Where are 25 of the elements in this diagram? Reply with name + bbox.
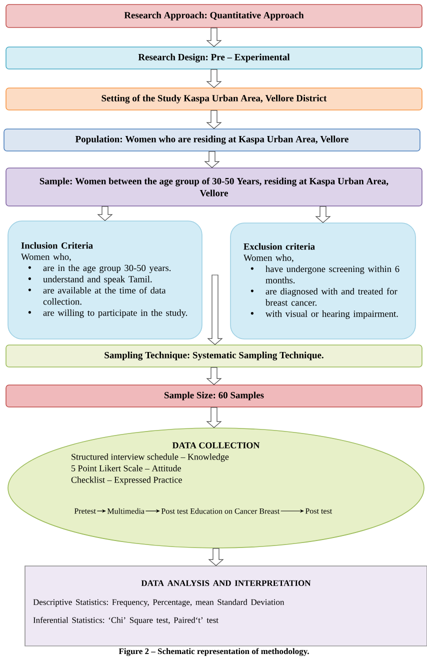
- block-arrow: [204, 151, 220, 168]
- block-arrow: [206, 367, 222, 385]
- flow-step: Post test Education on Cancer Breast: [161, 508, 280, 514]
- process-box: Sample Size: 60 Samples: [6, 384, 422, 408]
- block-arrow: [315, 206, 331, 223]
- block-arrow: [206, 110, 222, 129]
- block-arrow: [207, 274, 223, 345]
- process-box: Research Approach: Quantitative Approach: [6, 4, 422, 28]
- process-box: Research Design: Pre – Experimental: [6, 46, 422, 70]
- process-box: Setting of the Study Kaspa Urban Area, Vellore District: [6, 88, 422, 110]
- process-box: Sampling Technique: Systematic Sampling Technique.: [6, 344, 422, 368]
- block-arrow: [206, 28, 222, 47]
- flow-step: Multimedia: [107, 508, 144, 514]
- block-arrow: [206, 407, 222, 428]
- figure-caption: Figure 2 – Schematic representation of methodology.: [118, 648, 309, 656]
- block-arrow: [97, 206, 113, 221]
- process-box: Population: Women who are residing at Kaspa Urban Area, Vellore: [4, 128, 420, 152]
- analysis-box: DATA ANALYSIS AND INTERPRETATION Descriptive Statistics: Frequency, Percentage, mean Standard Deviation Inferential Statistics: ‘Chi’ Square test, Paired‘t’ test: [24, 566, 427, 646]
- flow-step: Pretest: [74, 508, 96, 514]
- process-box: Sample: Women between the age group of 30-50 Years, residing at Kaspa Urban Area, Vellore: [6, 168, 422, 206]
- block-arrow: [206, 69, 222, 88]
- block-arrow: [208, 548, 224, 566]
- criteria-box: Inclusion Criteria Women who, are in the age group 30-50 years. understand and speak Tamil. are available at the time of data collection. are willing to participate in the study.: [8, 220, 202, 340]
- criteria-box: Exclusion criteria Women who, have undergone screening within 6 months. are diagnosed with and treated for breast cancer. with visual or hearing impairment.: [230, 222, 416, 340]
- flow-step: Post test: [305, 508, 332, 514]
